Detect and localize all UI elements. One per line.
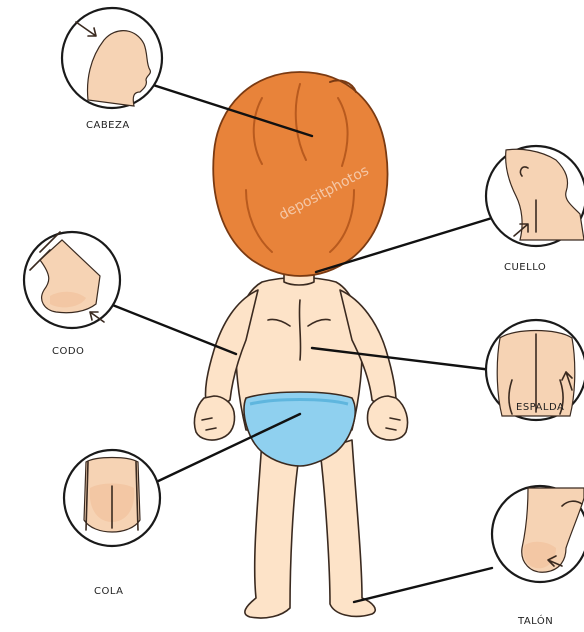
- child-figure: depositphotos: [194, 72, 407, 618]
- label-cuello: CUELLO: [504, 262, 546, 273]
- label-cola: COLA: [94, 586, 124, 597]
- callout-codo: CODO: [24, 232, 120, 357]
- left-hand: [194, 396, 234, 440]
- label-cabeza: CABEZA: [86, 120, 130, 131]
- callout-cuello: CUELLO: [486, 146, 584, 273]
- callout-talon: TALÓN: [492, 486, 584, 627]
- leader-line-codo: [110, 304, 236, 354]
- label-codo: CODO: [52, 346, 84, 357]
- leader-line-talon: [354, 568, 492, 602]
- label-talon: TALÓN: [517, 614, 553, 627]
- callout-cabeza: CABEZA: [62, 8, 162, 131]
- label-espalda: ESPALDA: [516, 402, 564, 413]
- callout-espalda: ESPALDA: [486, 320, 584, 420]
- right-leg: [320, 440, 375, 616]
- callout-cola: COLA: [64, 450, 160, 597]
- left-leg: [245, 440, 300, 618]
- right-hand: [368, 396, 408, 440]
